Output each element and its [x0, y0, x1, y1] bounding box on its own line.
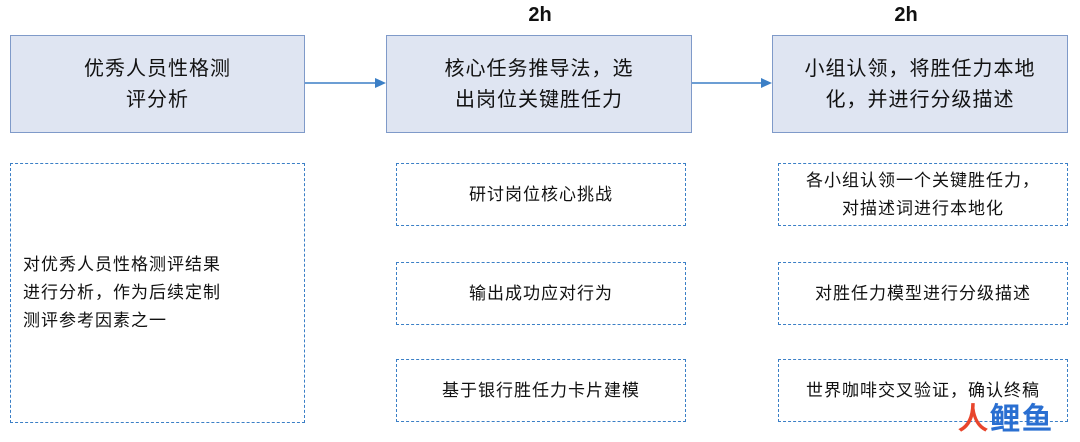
step2-item-text: 研讨岗位核心挑战	[469, 184, 613, 205]
watermark-logo: 人鲤鱼	[958, 394, 1054, 438]
step3-item-box: 各小组认领一个关键胜任力， 对描述词进行本地化	[778, 163, 1068, 226]
step2-header-box: 核心任务推导法，选 出岗位关键胜任力	[386, 35, 692, 133]
step1-detail-box: 对优秀人员性格测评结果 进行分析，作为后续定制 测评参考因素之一	[10, 163, 305, 423]
step1-detail-line2: 进行分析，作为后续定制	[23, 283, 221, 303]
step2-item-box: 研讨岗位核心挑战	[396, 163, 686, 226]
step2-item-text: 输出成功应对行为	[469, 283, 613, 304]
step3-item-box: 对胜任力模型进行分级描述	[778, 262, 1068, 325]
step3-title-line1: 小组认领，将胜任力本地	[804, 56, 1036, 80]
duration-label-step3: 2h	[894, 4, 918, 26]
duration-label-step2: 2h	[528, 4, 552, 26]
step2-title-line1: 核心任务推导法，选	[444, 56, 634, 80]
watermark-part1: 人	[958, 402, 990, 437]
step1-detail-line3: 测评参考因素之一	[23, 311, 167, 331]
step2-item-box: 基于银行胜任力卡片建模	[396, 359, 686, 422]
step3-item-text: 对胜任力模型进行分级描述	[815, 283, 1031, 304]
step2-title-line2: 出岗位关键胜任力	[455, 87, 623, 111]
step3-item-text-line2: 对描述词进行本地化	[842, 198, 1004, 219]
step2-item-text: 基于银行胜任力卡片建模	[442, 380, 640, 401]
step1-header-box: 优秀人员性格测 评分析	[10, 35, 305, 133]
arrow-right-icon	[305, 78, 386, 88]
step3-header-box: 小组认领，将胜任力本地 化，并进行分级描述	[772, 35, 1068, 133]
step3-item-text-line1: 各小组认领一个关键胜任力，	[806, 170, 1040, 191]
step3-item-text: 世界咖啡交叉验证，确认终稿	[806, 380, 1040, 401]
step3-item-box: 世界咖啡交叉验证，确认终稿	[778, 359, 1068, 422]
step1-title-line2: 评分析	[126, 87, 189, 111]
step1-title-line1: 优秀人员性格测	[84, 56, 231, 80]
arrow-right-icon	[692, 78, 772, 88]
step2-item-box: 输出成功应对行为	[396, 262, 686, 325]
step1-detail-line1: 对优秀人员性格测评结果	[23, 255, 221, 275]
watermark-part2: 鲤鱼	[990, 402, 1054, 437]
step3-title-line2: 化，并进行分级描述	[825, 87, 1015, 111]
